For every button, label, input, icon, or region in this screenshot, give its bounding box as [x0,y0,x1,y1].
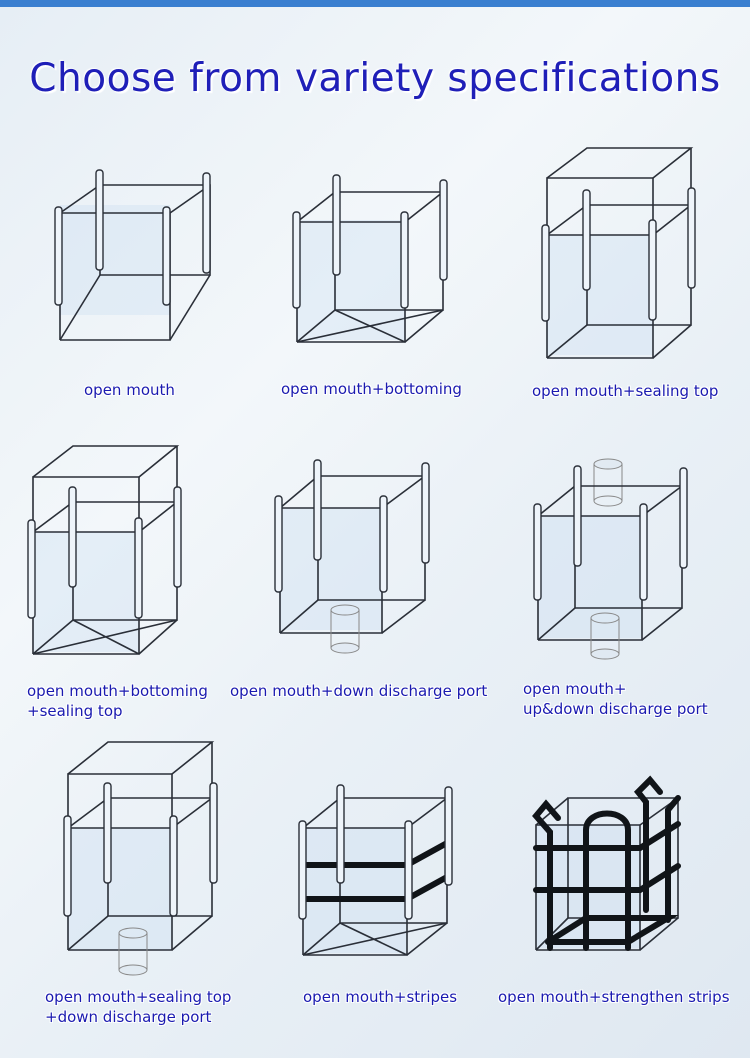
spec-label: open mouth+stripes [303,988,458,1006]
sealing-top-bag-icon [541,147,696,359]
down-discharge-bag-icon [274,459,430,654]
spec-down-discharge-port [270,458,440,658]
bottoming-sealing-top-bag-icon [27,445,182,655]
spec-label: open mouth+bottoming [281,380,462,398]
spec-open-mouth-sealing-top [535,140,705,365]
sealing-top-down-discharge-bag-icon [63,741,218,976]
spec-open-mouth-bottoming [285,170,460,350]
strengthen-strips-bag-icon [532,775,681,951]
spec-label: open mouth+sealing top [532,382,719,400]
spec-strengthen-strips [528,770,693,960]
up-down-discharge-bag-icon [533,458,688,660]
open-mouth-bag-icon [54,169,211,341]
spec-label: open mouth+strengthen strips [498,988,730,1006]
spec-stripes [295,783,460,968]
top-accent-bar [0,0,750,7]
spec-open-mouth [40,165,230,355]
spec-label: open mouth+sealing top +down discharge p… [45,988,232,1026]
bottoming-bag-icon [292,174,448,343]
spec-label: open mouth+bottoming +sealing top [27,682,208,720]
spec-sealing-top-down-discharge [60,738,225,978]
spec-label: open mouth+ up&down discharge port [523,680,708,718]
spec-label: open mouth+down discharge port [230,682,488,700]
spec-label: open mouth [84,381,175,399]
stripes-bag-icon [298,784,453,956]
spec-bottoming-sealing-top [25,442,190,662]
page-title: Choose from variety specifications [29,56,721,101]
spec-up-down-discharge-port [530,456,695,666]
